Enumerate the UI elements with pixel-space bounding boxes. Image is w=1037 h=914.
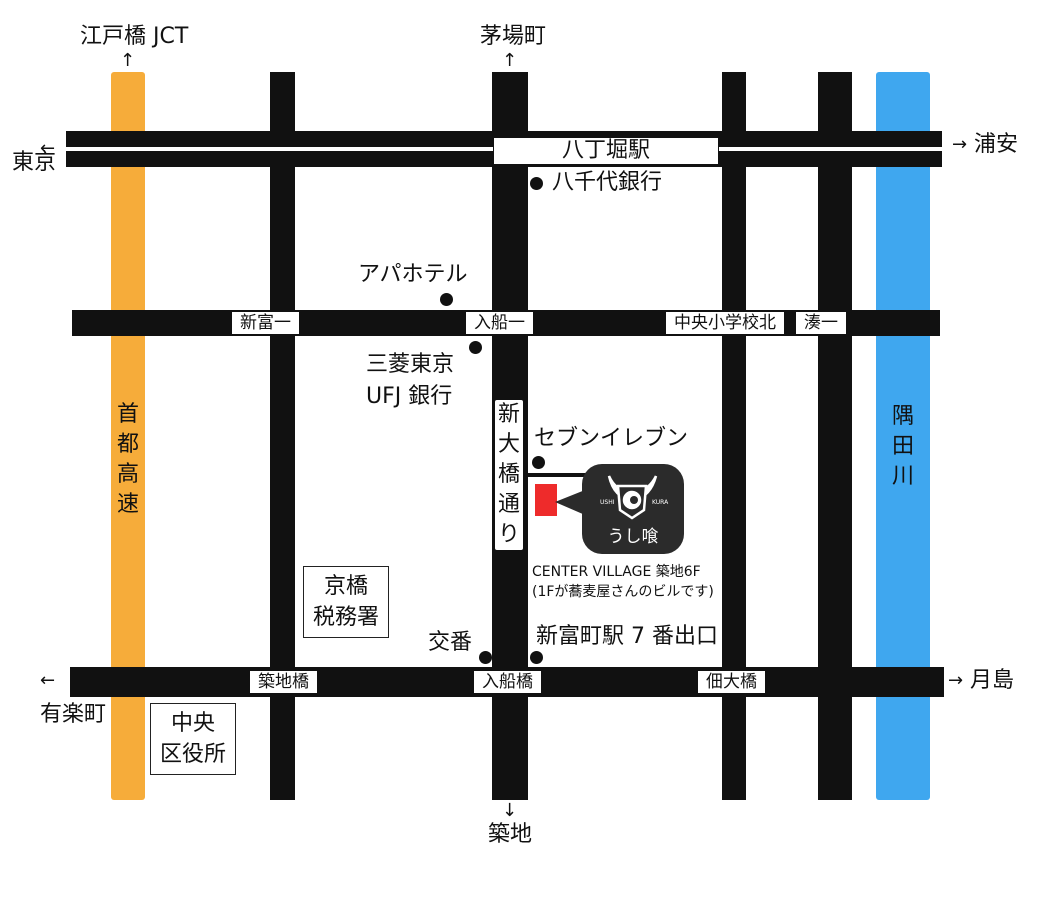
label-river: 隅田川 xyxy=(891,404,914,489)
bull-icon xyxy=(607,475,658,520)
landmark-dot xyxy=(440,293,453,306)
intersection-irifune1: 入船一 xyxy=(466,312,533,334)
landmark-dot xyxy=(530,177,543,190)
arrow-left-icon: ← xyxy=(40,670,56,691)
label-expressway: 首都高速 xyxy=(116,402,139,517)
landmark-dot xyxy=(532,456,545,469)
direction-kayabacho: 茅場町 xyxy=(480,24,547,49)
destination-marker xyxy=(535,484,557,516)
intersection-minato1: 湊一 xyxy=(796,312,846,334)
logo-name: うし喰 xyxy=(608,527,659,547)
arrow-down-icon: ↓ xyxy=(502,800,518,821)
station-hatchobori-label: 八丁堀駅 xyxy=(561,138,650,163)
landmark-apa-hotel: アパホテル xyxy=(358,262,468,287)
station-hatchobori: 八丁堀駅 xyxy=(493,137,719,165)
intersection-chuo-elem-north: 中央小学校北 xyxy=(666,312,784,334)
direction-tsukiji: 築地 xyxy=(488,822,533,847)
intersection-shintomi1: 新富一 xyxy=(232,312,299,334)
landmark-shintomicho-exit: 新富町駅 7 番出口 xyxy=(536,624,718,649)
arrow-right-icon: → xyxy=(952,134,968,155)
landmark-dot xyxy=(479,651,492,664)
intersection-tsukudaohashi: 佃大橋 xyxy=(698,671,765,693)
direction-tsukishima: 月島 xyxy=(970,668,1015,693)
logo-kura: KURA xyxy=(652,499,669,506)
label-avenue: 新大橋通り xyxy=(495,400,523,550)
destination-badge: USHI KURA うし喰 xyxy=(555,464,684,554)
landmark-seven-eleven: セブンイレブン xyxy=(534,426,689,451)
landmark-mufg-line1: 三菱東京 xyxy=(366,352,455,377)
arrow-up-icon: ↑ xyxy=(502,50,518,71)
destination-building-note: (1Fが蕎麦屋さんのビルです) xyxy=(532,584,714,601)
ward-office-box: 中央 区役所 xyxy=(150,703,236,775)
logo-ushi: USHI xyxy=(600,499,615,506)
arrow-right-icon: → xyxy=(948,670,964,691)
arrow-up-icon: ↑ xyxy=(120,50,136,71)
landmark-dot xyxy=(469,341,482,354)
landmark-mufg-line2: UFJ 銀行 xyxy=(366,384,453,409)
intersection-tsukijibashi: 築地橋 xyxy=(250,671,317,693)
destination-leader-line xyxy=(528,473,588,477)
direction-urayasu: 浦安 xyxy=(974,132,1019,157)
landmark-koban: 交番 xyxy=(428,630,473,655)
direction-yurakucho: 有楽町 xyxy=(40,702,107,727)
direction-edobashi-jct: 江戸橋 JCT xyxy=(80,24,189,49)
arrow-left-icon: ← xyxy=(40,138,56,159)
landmark-yachiyo-bank: 八千代銀行 xyxy=(552,170,663,195)
destination-building: CENTER VILLAGE 築地6F xyxy=(532,564,701,581)
tax-office-box: 京橋 税務署 xyxy=(303,566,389,638)
intersection-irifunebashi: 入船橋 xyxy=(474,671,541,693)
direction-tokyo: 東京 xyxy=(12,150,57,175)
landmark-dot xyxy=(530,651,543,664)
